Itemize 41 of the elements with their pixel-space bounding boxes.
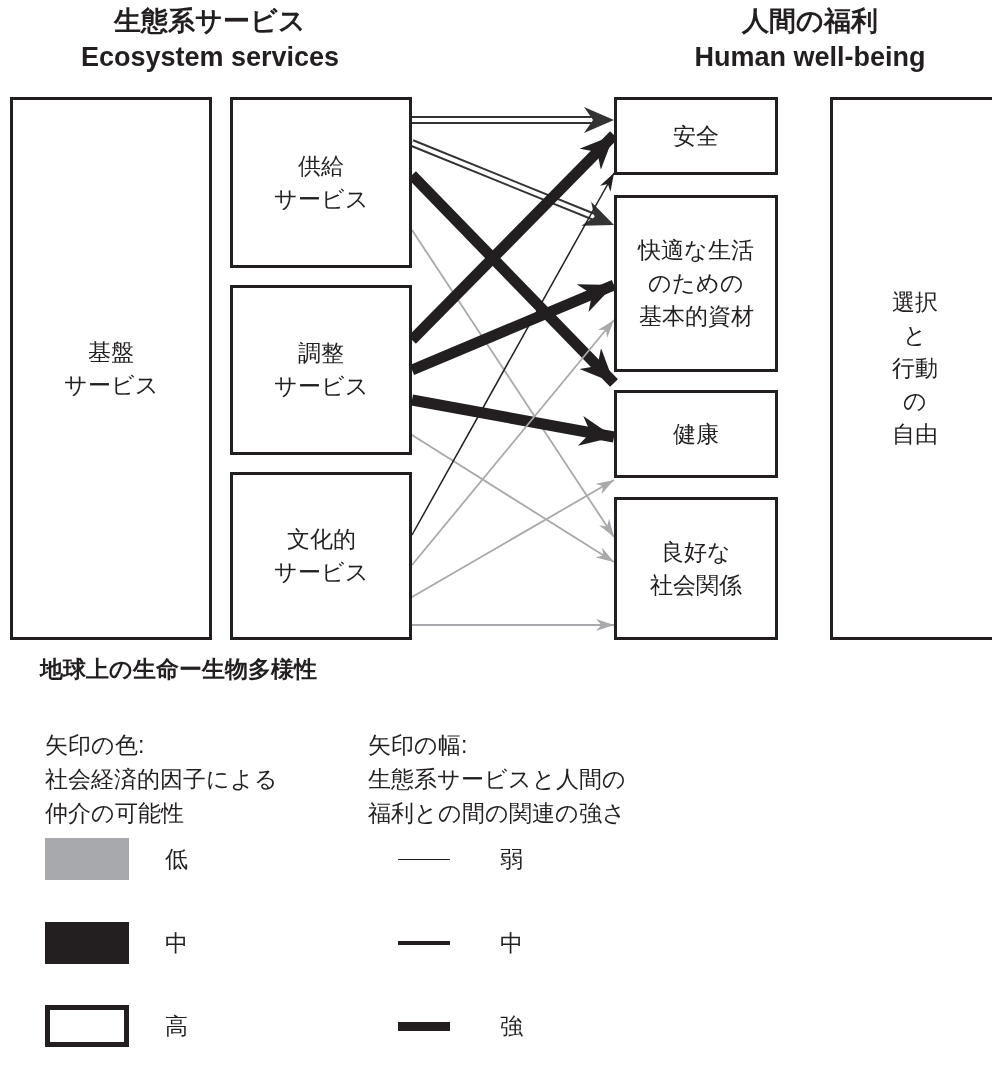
legend-label: 強 <box>500 1012 523 1041</box>
arrow <box>411 319 615 566</box>
node-label: 調整サービス <box>273 339 369 401</box>
arrow <box>411 479 615 598</box>
arrow <box>411 394 615 446</box>
heading: Human well-being <box>693 41 927 74</box>
node-label: 快適な生活のための基本的資材 <box>638 236 754 331</box>
node-label: 基盤サービス <box>63 337 159 400</box>
service-box <box>830 97 992 640</box>
legend-label: 中 <box>500 929 523 958</box>
node-label: 安全 <box>673 121 719 151</box>
heading: 生態系サービス <box>112 5 307 38</box>
node-label: 健康 <box>673 419 719 449</box>
arrow <box>410 139 615 227</box>
service-box <box>614 497 778 640</box>
arrow <box>412 107 614 133</box>
legend-heading: 矢印の色:社会経済的因子による仲介の可能性 <box>45 731 278 828</box>
service-box <box>614 195 778 372</box>
arrow <box>411 229 615 538</box>
node-label: 選択と行動の自由 <box>892 288 938 449</box>
arrow <box>409 279 617 376</box>
caption: 地球上の生命ー生物多様性 <box>40 655 317 684</box>
heading: 人間の福利 <box>740 5 879 38</box>
node-label: 供給サービス <box>273 151 369 214</box>
arrow <box>411 619 615 631</box>
legend-label: 弱 <box>500 845 523 874</box>
heading: Ecosystem services <box>79 41 341 74</box>
service-box <box>230 472 412 640</box>
legend-label: 低 <box>165 845 188 874</box>
arrow <box>411 172 615 536</box>
legend-heading: 矢印の幅:生態系サービスと人間の福利との間の関連の強さ <box>368 731 626 828</box>
node-label: 良好な社会関係 <box>650 537 742 600</box>
service-box <box>614 97 778 175</box>
service-box <box>614 390 778 478</box>
legend-label: 中 <box>165 929 188 958</box>
service-box <box>230 285 412 455</box>
node-label: 文化的サービス <box>273 525 369 587</box>
service-box <box>10 97 212 640</box>
arrow <box>411 434 615 563</box>
service-box <box>230 97 412 268</box>
legend-label: 高 <box>165 1012 188 1041</box>
